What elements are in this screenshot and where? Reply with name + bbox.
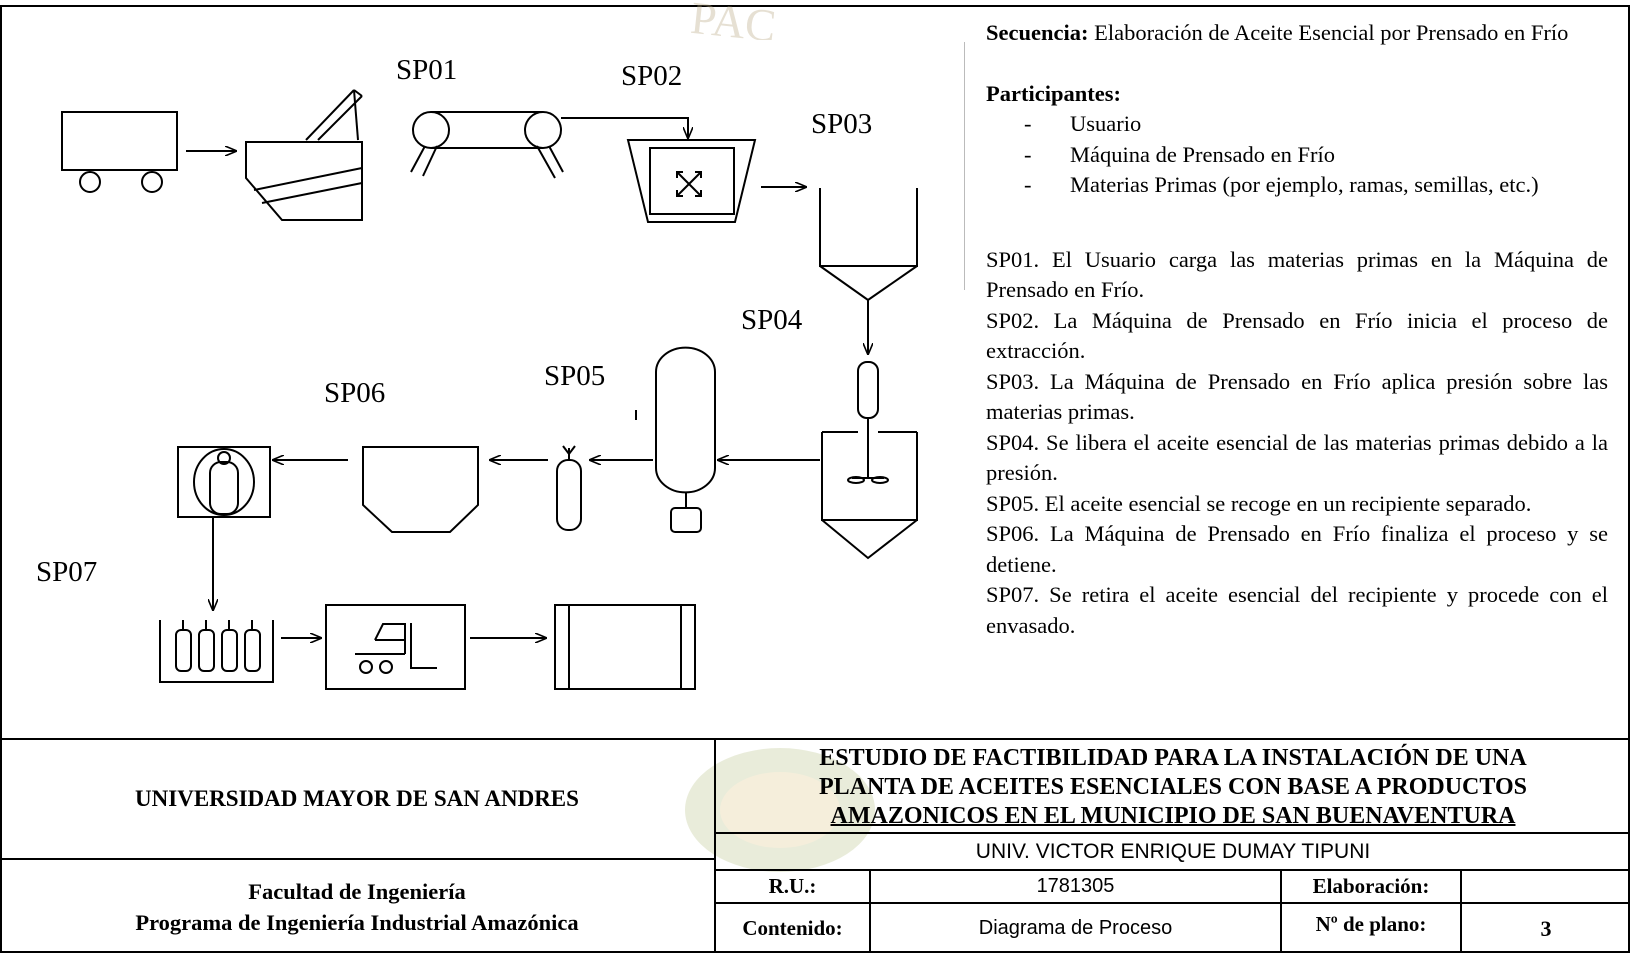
participant-item: Máquina de Prensado en Frío bbox=[1024, 140, 1608, 171]
sequence-text: Elaboración de Aceite Esencial por Prens… bbox=[1094, 20, 1569, 45]
spacer bbox=[986, 49, 1608, 79]
participants-label: Participantes: bbox=[986, 80, 1121, 106]
participant-item: Materias Primas (por ejemplo, ramas, sem… bbox=[1024, 170, 1608, 201]
storage-warehouse-icon bbox=[554, 604, 696, 690]
spacer bbox=[986, 201, 1608, 245]
title-block-mid-line-left bbox=[0, 858, 716, 860]
ru-value: 1781305 bbox=[1036, 875, 1115, 897]
university-name: UNIVERSIDAD MAYOR DE SAN ANDRES bbox=[135, 786, 579, 811]
ru-label: R.U.: bbox=[768, 874, 817, 898]
conveyor-icon bbox=[410, 111, 564, 179]
outer-frame bbox=[0, 5, 1630, 953]
diagram-divider bbox=[964, 42, 965, 290]
process-diagram: PAC bbox=[36, 0, 960, 690]
loading-hopper-icon bbox=[245, 89, 363, 221]
forklift-icon bbox=[325, 604, 466, 690]
contenido-value: Diagrama de Proceso bbox=[978, 917, 1173, 939]
label-sp06: SP06 bbox=[324, 377, 385, 409]
label-sp01: SP01 bbox=[396, 54, 457, 86]
title-block-top-line bbox=[0, 738, 1630, 740]
press-crusher-icon bbox=[626, 139, 757, 223]
plano-label: Nº de plano: bbox=[1315, 911, 1427, 936]
title-block-col2 bbox=[1280, 869, 1282, 953]
silo-icon bbox=[819, 188, 918, 302]
step-description: SP05. El aceite esencial se recoge en un… bbox=[986, 490, 1532, 516]
sequence-label: Secuencia: bbox=[986, 20, 1089, 45]
cylinder-icon bbox=[556, 445, 582, 531]
label-sp04: SP04 bbox=[741, 304, 803, 336]
project-title: ESTUDIO DE FACTIBILIDAD PARA LA INSTALAC… bbox=[716, 742, 1630, 832]
participants-list: Usuario Máquina de Prensado en Frío Mate… bbox=[986, 109, 1608, 201]
step-description: SP03. La Máquina de Prensado en Frío apl… bbox=[986, 368, 1608, 425]
title-block-main-divider bbox=[714, 738, 716, 953]
watermark-mask bbox=[620, 40, 960, 46]
author-name: UNIV. VICTOR ENRIQUE DUMAY TIPUNI bbox=[975, 839, 1371, 863]
faculty-name: Facultad de Ingeniería bbox=[248, 878, 466, 904]
description-panel: Secuencia: Elaboración de Aceite Esencia… bbox=[986, 18, 1608, 641]
label-sp03: SP03 bbox=[811, 108, 872, 140]
mixing-tank-icon bbox=[821, 361, 918, 560]
step-description: SP01. El Usuario carga las materias prim… bbox=[986, 246, 1608, 303]
truck-icon bbox=[61, 111, 178, 193]
bottle-crate-icon bbox=[159, 620, 274, 683]
elaboracion-value bbox=[1462, 871, 1630, 902]
title-block-row-line bbox=[716, 902, 1630, 904]
filling-station-icon bbox=[177, 446, 271, 518]
arrow-conveyor-to-press bbox=[561, 117, 688, 138]
sequence-paragraph: Secuencia: Elaboración de Aceite Esencia… bbox=[986, 18, 1608, 49]
elaboracion-label: Elaboración: bbox=[1312, 874, 1430, 898]
label-sp05: SP05 bbox=[544, 360, 605, 392]
project-title-line: PLANTA DE ACEITES ESENCIALES CON BASE A … bbox=[819, 773, 1527, 800]
step-description: SP04. Se libera el aceite esencial de la… bbox=[986, 429, 1608, 486]
step-description: SP07. Se retira el aceite esencial del r… bbox=[986, 582, 1608, 638]
title-block-author-top bbox=[716, 832, 1630, 834]
label-sp02: SP02 bbox=[621, 60, 682, 92]
label-sp07: SP07 bbox=[36, 556, 97, 588]
title-block-author-bottom bbox=[716, 869, 1630, 871]
program-name: Programa de Ingeniería Industrial Amazón… bbox=[135, 909, 579, 935]
project-title-line: ESTUDIO DE FACTIBILIDAD PARA LA INSTALAC… bbox=[819, 744, 1527, 771]
contenido-label: Contenido: bbox=[742, 916, 843, 940]
participant-item: Usuario bbox=[1024, 109, 1608, 140]
title-block-col3 bbox=[1460, 869, 1462, 953]
project-title-line: AMAZONICOS EN EL MUNICIPIO DE SAN BUENAV… bbox=[830, 802, 1516, 829]
step-description: SP06. La Máquina de Prensado en Frío fin… bbox=[986, 521, 1608, 577]
vertical-vessel-icon bbox=[635, 346, 716, 533]
collection-tank-icon bbox=[362, 446, 479, 533]
university-emblem-watermark bbox=[685, 748, 875, 872]
faculty-program: Facultad de Ingeniería Programa de Ingen… bbox=[0, 860, 714, 953]
plano-value: 3 bbox=[1540, 915, 1552, 941]
title-block-col1 bbox=[869, 869, 871, 953]
step-description: SP02. La Máquina de Prensado en Frío ini… bbox=[986, 307, 1608, 364]
